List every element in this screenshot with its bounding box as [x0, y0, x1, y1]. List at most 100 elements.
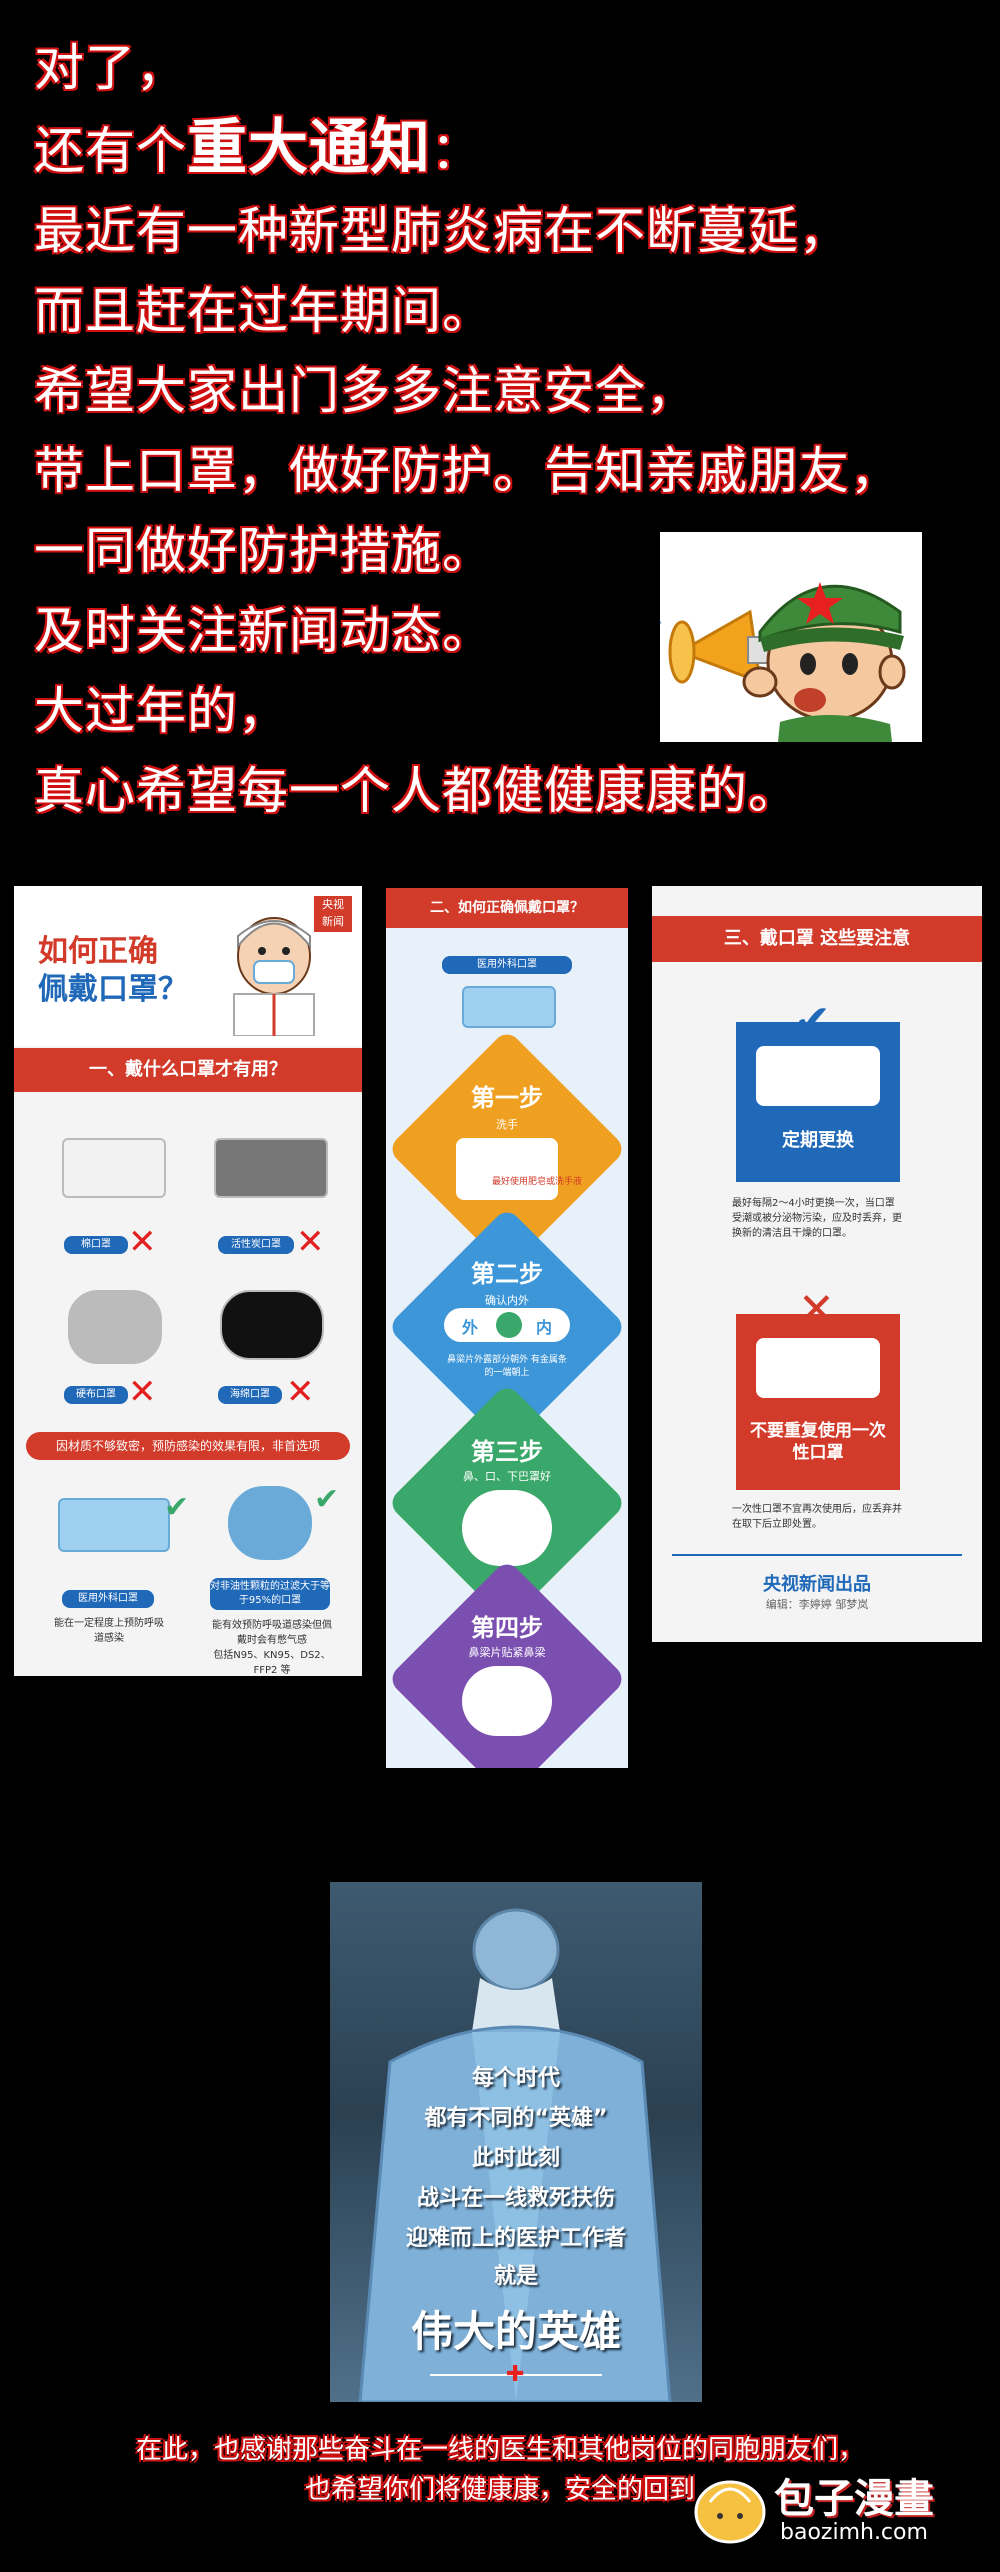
surgical-mask-desc: 能在一定程度上预防呼吸道感染 [54, 1618, 164, 1644]
panel1-header: 如何正确 佩戴口罩？ 央视 新闻 [14, 886, 362, 1046]
cross-icon: ✕ [798, 1284, 835, 1335]
inside-label: 内 [536, 1318, 553, 1337]
step1-desc: 洗手 [496, 1118, 518, 1131]
surgical-mask-label: 医用外科口罩 [62, 1590, 154, 1608]
n95-mask-types: 包括N95、KN95、DS2、FFP2 等 [213, 1650, 331, 1676]
watermark: 包子漫畫 baozimh.com [690, 2462, 986, 2562]
outside-label: 外 [462, 1318, 479, 1337]
hero-big-title: 伟大的英雄 [410, 2307, 621, 2356]
notice-colon: ： [431, 122, 482, 180]
cloth-mask-image [68, 1290, 162, 1364]
hero-divider [430, 2374, 602, 2376]
hero-line-3: 此时此刻 [471, 2146, 560, 2171]
surgical-mask-image [58, 1498, 170, 1552]
footer-text: 在此，也感谢那些奋斗在一线的医生和其他岗位的同胞朋友们， 也希望你们将健康康，安… [0, 2430, 1000, 2510]
red-cross-icon: ✚ [506, 2362, 525, 2387]
toggle-knob [496, 1312, 522, 1338]
notice-line-3: 最近有一种新型肺炎病在不断蔓延， [34, 202, 850, 260]
sponge-mask-image [220, 1290, 324, 1360]
footer-line-1: 在此，也感谢那些奋斗在一线的医生和其他岗位的同胞朋友们， [135, 2435, 864, 2465]
replace-card-label: 定期更换 [782, 1130, 854, 1151]
step3-title: 第三步 [471, 1438, 543, 1466]
hand-wash-image [456, 1138, 558, 1200]
check-icon: ✔ [794, 996, 831, 1047]
step4-title: 第四步 [471, 1614, 543, 1642]
notice-line-1: 对了， [34, 39, 187, 97]
cotton-mask-label: 棉口罩 [64, 1236, 128, 1254]
notice-line-7: 一同做好防护措施。 [34, 522, 493, 580]
step2-sub: 鼻梁片外露部分朝外 有金属条的一端朝上 [447, 1355, 567, 1378]
n95-mask-label: 对非油性颗粒的过滤大于等于95%的口罩 [210, 1578, 330, 1610]
panel2-pill: 医用外科口罩 [442, 956, 572, 974]
cross-icon: ✕ [296, 1222, 325, 1262]
sponge-mask-label: 海绵口罩 [218, 1386, 282, 1404]
badge-line-1: 央视 [322, 898, 344, 911]
hero-line-2: 都有不同的“英雄” [424, 2106, 608, 2131]
notice-line-4: 而且赶在过年期间。 [34, 282, 493, 340]
panel2-mask-image [462, 986, 556, 1028]
notice-line-2: 还有个重大通知： [34, 108, 901, 191]
n95-mask-desc: 能有效预防呼吸道感染但佩戴时会有憋气感 [212, 1620, 332, 1646]
cross-icon: ✕ [286, 1372, 315, 1412]
soldier-megaphone-icon [648, 582, 906, 742]
watermark-url: baozimh.com [780, 2520, 928, 2545]
soldier-megaphone-illustration [648, 532, 922, 742]
doctor-cartoon-icon [233, 917, 315, 1036]
cotton-mask-image [62, 1138, 166, 1198]
notice-text: 对了， 还有个重大通知： 最近有一种新型肺炎病在不断蔓延， 而且赶在过年期间。 … [34, 28, 901, 831]
replace-card: 定期更换 [736, 1022, 900, 1182]
step1-title: 第一步 [471, 1084, 543, 1112]
editor-credit: 编辑：李婷婷 邹梦岚 [765, 1598, 869, 1611]
hero-line-1: 每个时代 [471, 2066, 560, 2091]
panel1-title-b: 佩戴口罩？ [38, 972, 188, 1007]
no-reuse-card: 不要重复使用一次性口罩 [736, 1314, 900, 1490]
notice-line-5: 希望大家出门多多注意安全， [34, 362, 697, 420]
check-icon: ✔ [314, 1482, 340, 1517]
hero-line-6: 就是 [493, 2264, 538, 2289]
carbon-mask-label: 活性炭口罩 [218, 1236, 294, 1254]
hero-line-4: 战斗在一线救死扶伤 [416, 2186, 615, 2211]
badge-line-2: 新闻 [322, 915, 344, 928]
nose-clip-image [462, 1666, 552, 1736]
replace-mask-image [756, 1046, 880, 1106]
panel1-title-a: 如何正确 [38, 934, 158, 969]
carbon-mask-image [214, 1138, 328, 1198]
notice-line-9: 大过年的， [34, 682, 289, 740]
mask-guide-panel-2: 二、如何正确佩戴口罩？ 医用外科口罩 第一步 洗手 最好使用肥皂或洗手液 第二步… [386, 888, 628, 1768]
bun-logo-icon [694, 2480, 766, 2544]
mask-guide-panel-1: 如何正确 佩戴口罩？ 央视 新闻 一、戴什么口罩才有用？ 棉口罩 ✕ 活性炭口罩… [14, 886, 362, 1676]
medical-worker-poster: 每个时代 都有不同的“英雄” 此时此刻 战斗在一线救死扶伤 迎难而上的医护工作者… [330, 1882, 702, 2402]
step1-sub: 最好使用肥皂或洗手液 [491, 1177, 582, 1187]
inside-outside-toggle: 外 内 [444, 1308, 570, 1342]
cross-icon: ✕ [128, 1372, 157, 1412]
step4-diamond [386, 1558, 628, 1768]
cctv-source: 央视新闻出品 [763, 1574, 871, 1595]
notice-prefix: 还有个 [34, 122, 187, 180]
notice-line-8: 及时关注新闻动态。 [34, 602, 493, 660]
no-reuse-card-label: 不要重复使用一次性口罩 [750, 1421, 886, 1463]
watermark-name: 包子漫畫 [774, 2476, 934, 2522]
check-icon: ✔ [164, 1490, 190, 1525]
n95-mask-image [228, 1486, 312, 1560]
panel2-title: 二、如何正确佩戴口罩？ [386, 888, 628, 928]
notice-line-6: 带上口罩，做好防护。告知亲戚朋友， [34, 442, 901, 500]
panel1-section-bar: 一、戴什么口罩才有用？ [14, 1048, 362, 1092]
panel1-warning: 因材质不够致密，预防感染的效果有限，非首选项 [26, 1432, 350, 1460]
mask-guide-panel-3: 三、戴口罩 这些要注意 定期更换 ✔ 最好每隔2～4小时更换一次，当口罩受潮或被… [652, 886, 982, 1642]
cloth-mask-label: 硬布口罩 [64, 1386, 128, 1404]
step2-desc: 确认内外 [485, 1294, 529, 1307]
no-reuse-text: 一次性口罩不宜再次使用后，应丢弃并在取下后立即处置。 [732, 1504, 902, 1530]
notice-headline: 重大通知 [187, 113, 431, 183]
medical-worker-figure-icon [358, 1908, 672, 2402]
notice-line-10: 真心希望每一个人都健健康康的。 [34, 762, 799, 820]
hero-line-5: 迎难而上的医护工作者 [405, 2226, 626, 2251]
cross-icon: ✕ [128, 1222, 157, 1262]
panel3-divider [672, 1554, 962, 1556]
replace-text: 最好每隔2～4小时更换一次，当口罩受潮或被分泌物污染，应及时丢弃，更换新的清洁且… [732, 1198, 902, 1239]
no-reuse-mask-image [756, 1338, 880, 1398]
face-mask-image [462, 1490, 552, 1566]
panel3-title: 三、戴口罩 这些要注意 [652, 916, 982, 962]
step4-desc: 鼻梁片贴紧鼻梁 [468, 1646, 546, 1659]
step2-title: 第二步 [471, 1260, 543, 1288]
cctv-news-badge: 央视 新闻 [314, 896, 352, 932]
